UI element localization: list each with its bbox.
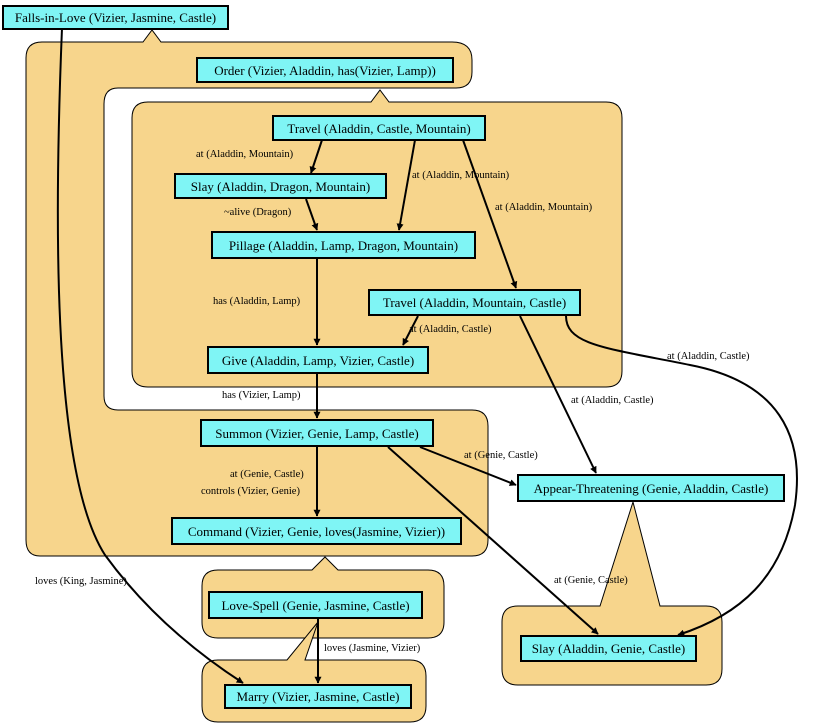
edge-label-travel1-travel2: at (Aladdin, Mountain) — [495, 202, 593, 213]
edge-travel1-slay — [309, 139, 323, 174]
node-summon[interactable]: Summon (Vizier, Genie, Lamp, Castle) — [200, 419, 434, 447]
edge-summon-appear — [419, 446, 517, 486]
edge-label-travel1-pillage: at (Aladdin, Mountain) — [412, 170, 510, 181]
edge-label-slay-pillage: ~alive (Dragon) — [224, 207, 292, 218]
node-command[interactable]: Command (Vizier, Genie, loves(Jasmine, V… — [171, 517, 462, 545]
edge-label-travel2-slay-aladdin: at (Aladdin, Castle) — [667, 351, 750, 362]
node-pillage[interactable]: Pillage (Aladdin, Lamp, Dragon, Mountain… — [211, 231, 476, 259]
edge-label-falls-marry: loves (King, Jasmine) — [35, 576, 127, 587]
node-love-spell[interactable]: Love-Spell (Genie, Jasmine, Castle) — [208, 591, 423, 619]
edge-travel1-travel2 — [462, 139, 518, 289]
edge-label-summon-command-1: at (Genie, Castle) — [230, 469, 304, 480]
edge-travel2-slay-aladdin — [565, 315, 798, 637]
node-slay-dragon[interactable]: Slay (Aladdin, Dragon, Mountain) — [174, 173, 387, 199]
edge-label-pillage-give: has (Aladdin, Lamp) — [213, 296, 301, 307]
edge-label-summon-slay-aladdin: at (Genie, Castle) — [554, 575, 628, 586]
node-give[interactable]: Give (Aladdin, Lamp, Vizier, Castle) — [207, 346, 429, 374]
edge-label-lovespell-marry: loves (Jasmine, Vizier) — [324, 643, 421, 654]
node-falls-in-love[interactable]: Falls-in-Love (Vizier, Jasmine, Castle) — [2, 5, 229, 30]
node-order[interactable]: Order (Vizier, Aladdin, has(Vizier, Lamp… — [196, 57, 454, 83]
edge-travel2-appear — [519, 315, 597, 474]
edge-summon-slay-aladdin — [387, 446, 599, 635]
edge-label-travel2-give: at (Aladdin, Castle) — [409, 324, 492, 335]
edge-label-travel2-appear: at (Aladdin, Castle) — [571, 395, 654, 406]
edge-falls-marry — [56, 27, 244, 684]
edge-label-summon-appear: at (Genie, Castle) — [464, 450, 538, 461]
edge-label-give-summon: has (Vizier, Lamp) — [222, 390, 301, 401]
edge-travel1-pillage — [396, 139, 416, 231]
node-marry[interactable]: Marry (Vizier, Jasmine, Castle) — [224, 684, 412, 709]
node-slay-aladdin[interactable]: Slay (Aladdin, Genie, Castle) — [520, 635, 697, 662]
edge-label-travel1-slay: at (Aladdin, Mountain) — [196, 149, 294, 160]
node-travel-castle-mountain[interactable]: Travel (Aladdin, Castle, Mountain) — [272, 115, 486, 141]
edge-slay-pillage — [305, 198, 319, 231]
edge-travel2-give — [402, 315, 419, 346]
node-travel-mountain-castle[interactable]: Travel (Aladdin, Mountain, Castle) — [368, 289, 581, 316]
node-appear-threatening[interactable]: Appear-Threatening (Genie, Aladdin, Cast… — [517, 474, 785, 502]
edge-label-summon-command-2: controls (Vizier, Genie) — [201, 486, 300, 497]
